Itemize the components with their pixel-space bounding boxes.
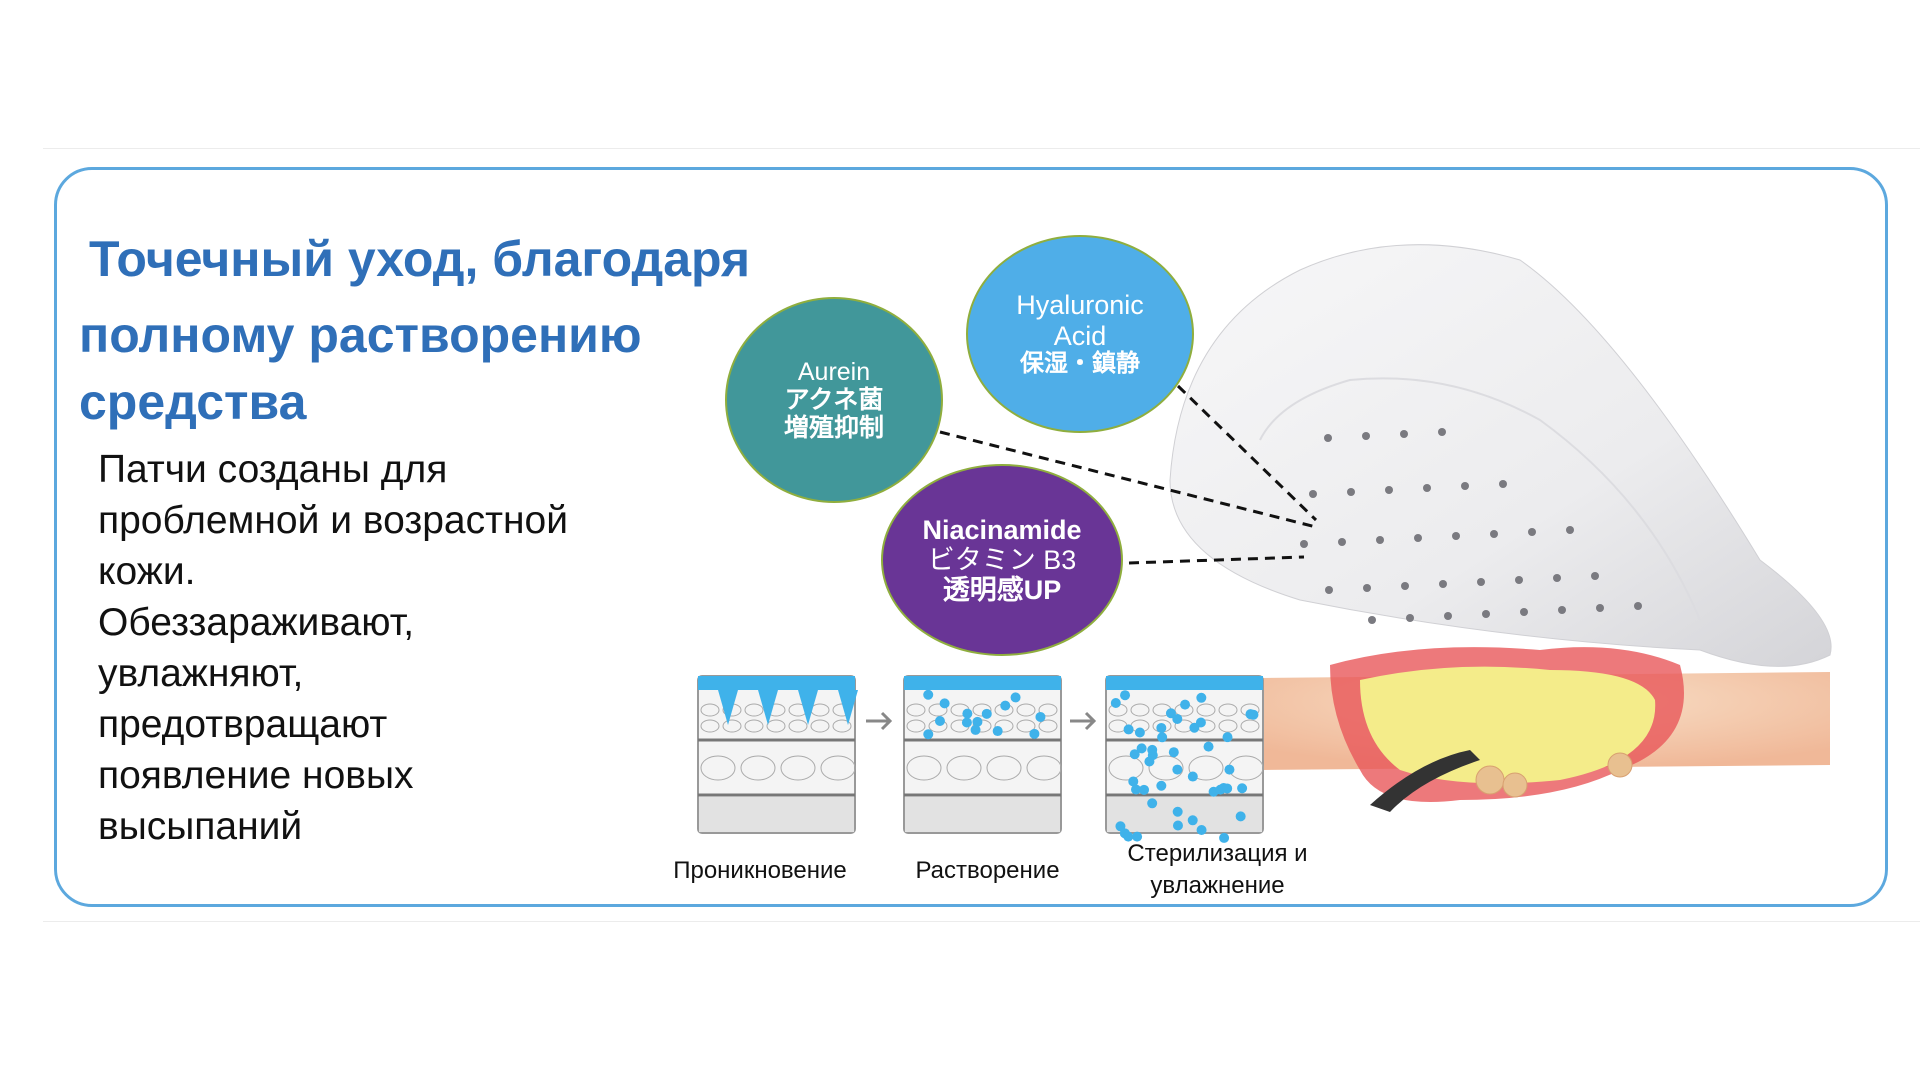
microneedle	[1309, 490, 1317, 498]
description-line: Патчи созданы для	[98, 448, 448, 491]
ingredient-name: Aurein	[797, 358, 871, 386]
microneedle	[1423, 484, 1431, 492]
content-card	[54, 167, 1888, 907]
ingredient-niacinamide: Niacinamide ビタミン B3 透明感UP	[881, 464, 1123, 656]
microneedle	[1438, 428, 1446, 436]
skin-step-panel	[697, 675, 858, 834]
ingredient-name: Acid	[1053, 320, 1107, 351]
microneedle	[1300, 540, 1308, 548]
microneedle	[1520, 608, 1528, 616]
microneedle	[1338, 538, 1346, 546]
description-line: увлажняют,	[98, 652, 304, 695]
arrow-icon	[866, 711, 893, 731]
microneedle	[1452, 532, 1460, 540]
connector-niacinamide	[1128, 555, 1305, 565]
title-line-3: средства	[79, 374, 307, 430]
microneedle	[1591, 572, 1599, 580]
description-line: проблемной и возрастной	[98, 499, 568, 542]
microneedle	[1553, 574, 1561, 582]
connector-hyaluronic	[1176, 384, 1318, 522]
microneedle	[1376, 536, 1384, 544]
ingredient-effect: アクネ菌	[784, 386, 884, 414]
microneedle	[1401, 582, 1409, 590]
microneedle	[1414, 534, 1422, 542]
ingredient-effect: 増殖抑制	[783, 414, 884, 442]
microneedle	[1444, 612, 1452, 620]
ingredient-effect: 透明感UP	[942, 575, 1062, 606]
microneedle	[1368, 616, 1376, 624]
skin-section-image	[1262, 647, 1830, 812]
ingredient-aurein: Aurein アクネ菌 増殖抑制	[725, 297, 943, 503]
microneedle	[1363, 584, 1371, 592]
ingredient-name: Niacinamide	[922, 514, 1082, 545]
microneedle	[1406, 614, 1414, 622]
step-label-line: Стерилизация и	[1127, 840, 1308, 867]
connector-aurein	[939, 430, 1317, 529]
description-line: Обеззараживают,	[98, 601, 415, 644]
microneedle	[1515, 576, 1523, 584]
microneedle	[1558, 606, 1566, 614]
step-label-sterilization: Стерилизация и увлажнение	[1095, 838, 1340, 902]
microneedle	[1385, 486, 1393, 494]
step-label-line: увлажнение	[1150, 872, 1285, 899]
microneedle	[1461, 482, 1469, 490]
ingredient-hyaluronic-acid: Hyaluronic Acid 保湿・鎮静	[966, 235, 1194, 433]
microneedle	[1499, 480, 1507, 488]
microneedle	[1439, 580, 1447, 588]
microneedle	[1325, 586, 1333, 594]
top-divider	[43, 148, 1920, 149]
skin-step-panel	[1105, 675, 1264, 843]
step-label-penetration: Проникновение	[673, 857, 847, 884]
microneedle	[1477, 578, 1485, 586]
description-line: высыпаний	[98, 805, 303, 848]
description-line: появление новых	[98, 754, 414, 797]
microneedle	[1490, 530, 1498, 538]
microneedle	[1596, 604, 1604, 612]
microneedle	[1566, 526, 1574, 534]
description-line: кожи.	[98, 550, 196, 593]
microneedle	[1400, 430, 1408, 438]
skin-step-panel	[903, 675, 1062, 834]
arrow-icon	[1070, 711, 1097, 731]
description: Патчи созданы для проблемной и возрастно…	[98, 444, 568, 852]
title-line-2: полному растворению	[79, 307, 642, 363]
microneedle	[1324, 434, 1332, 442]
patch-image	[1169, 244, 1832, 667]
step-label-dissolution: Растворение	[915, 857, 1060, 884]
bottom-divider	[43, 921, 1920, 922]
title-line-1: Точечный уход, благодаря	[89, 231, 751, 287]
ingredient-effect: ビタミン B3	[927, 544, 1077, 575]
microneedle	[1347, 488, 1355, 496]
microneedle	[1634, 602, 1642, 610]
microneedle	[1528, 528, 1536, 536]
description-line: предотвращают	[98, 703, 388, 746]
ingredient-effect: 保湿・鎮静	[1020, 349, 1140, 377]
ingredient-name: Hyaluronic	[1016, 290, 1144, 321]
microneedle	[1362, 432, 1370, 440]
microneedle	[1482, 610, 1490, 618]
